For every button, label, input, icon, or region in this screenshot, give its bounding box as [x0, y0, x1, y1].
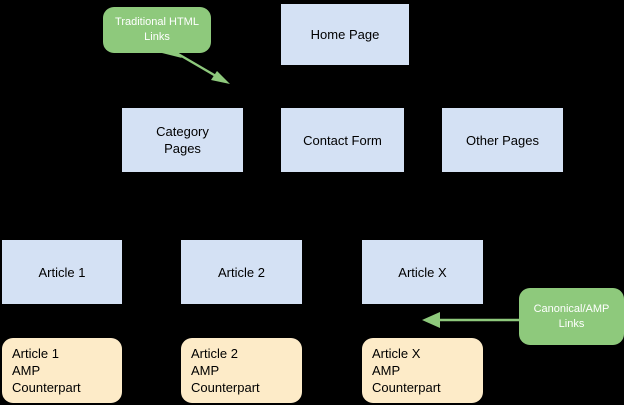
node-label: Category Pages — [156, 124, 209, 156]
callout-traditional-html-links[interactable]: Traditional HTML Links — [103, 7, 211, 53]
node-article-1-amp[interactable]: Article 1 AMP Counterpart — [2, 338, 122, 403]
node-label: Article 1 — [38, 264, 86, 280]
node-article-2[interactable]: Article 2 — [181, 240, 302, 304]
node-article-x-amp[interactable]: Article X AMP Counterpart — [362, 338, 483, 403]
node-label: Article 1 AMP Counterpart — [12, 346, 81, 395]
node-label: Other Pages — [466, 132, 539, 148]
node-label: Article 2 AMP Counterpart — [191, 346, 260, 395]
node-label: Article X AMP Counterpart — [372, 346, 441, 395]
node-label: Article X — [398, 264, 447, 280]
node-label: Contact Form — [303, 132, 382, 148]
node-article-x[interactable]: Article X — [362, 240, 483, 304]
node-article-1[interactable]: Article 1 — [2, 240, 122, 304]
canonical-amp-links-arrow — [422, 312, 519, 328]
node-label: Article 2 — [218, 264, 265, 280]
node-label: Home Page — [310, 27, 380, 42]
node-other-pages[interactable]: Other Pages — [442, 108, 563, 172]
callout-label: Canonical/AMP Links — [533, 302, 610, 330]
node-article-2-amp[interactable]: Article 2 AMP Counterpart — [181, 338, 302, 403]
node-home-page[interactable]: Home Page — [281, 4, 409, 65]
node-contact-form[interactable]: Contact Form — [281, 108, 404, 172]
callout-label: Traditional HTML Links — [115, 16, 199, 43]
callout-canonical-amp-links[interactable]: Canonical/AMP Links — [519, 288, 624, 345]
node-category-pages[interactable]: Category Pages — [122, 108, 243, 172]
